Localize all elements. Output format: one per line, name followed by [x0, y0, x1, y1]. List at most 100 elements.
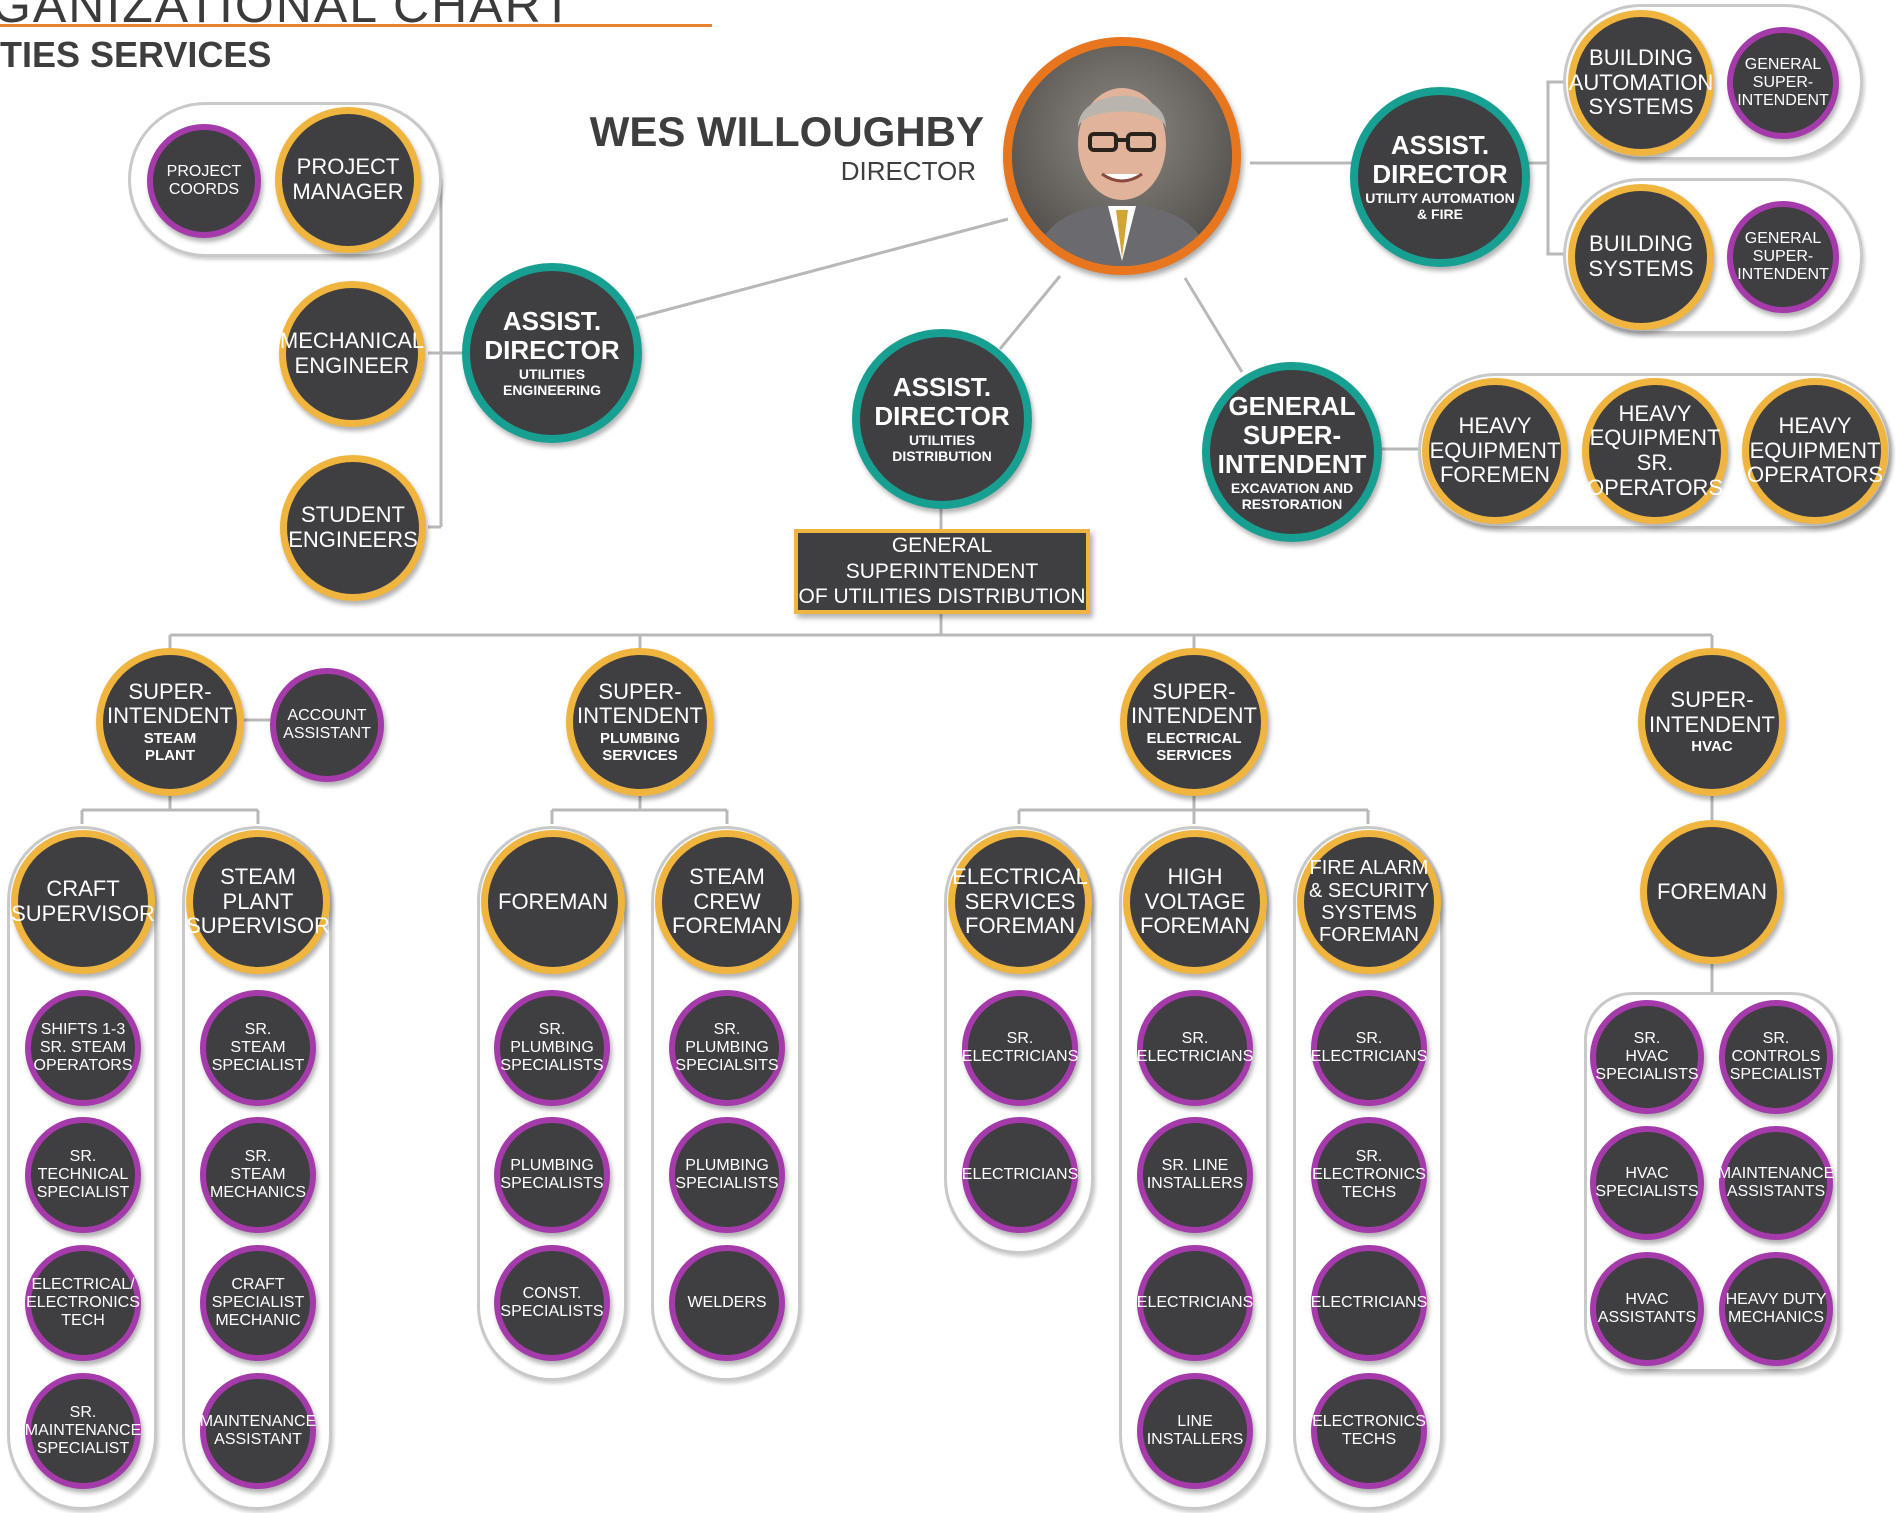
building-automation-systems-label: BUILDING AUTOMATION SYSTEMS [1568, 45, 1714, 120]
plumbing-foreman-team-label: SR. PLUMBING SPECIALISTS [500, 1021, 604, 1074]
project-coords-node: PROJECT COORDS [147, 124, 261, 238]
director-title: DIRECTOR [840, 156, 976, 186]
electrical-services-foreman-label: ELECTRICAL SERVICES FOREMAN [952, 864, 1088, 939]
plumbing-foreman-team-node: SR. PLUMBING SPECIALISTS [494, 990, 610, 1106]
plumbing-foreman-team-label: PLUMBING SPECIALISTS [500, 1157, 604, 1192]
hvac-foreman-label: FOREMAN [1657, 878, 1767, 904]
plant-team-label: MAINTENANCE ASSISTANT [199, 1413, 317, 1448]
hvac-team-label: SR. CONTROLS SPECIALIST [1729, 1030, 1823, 1083]
general-superintendent-automation-node: GENERAL SUPER- INTENDENT [1727, 27, 1839, 139]
project-manager-label: PROJECT MANAGER [292, 154, 404, 204]
hvac-team-node: SR. HVAC SPECIALISTS [1590, 1000, 1704, 1114]
craft-team-label: ELECTRICAL/ ELECTRONICS TECH [26, 1276, 140, 1329]
director-portrait-image [1012, 46, 1232, 266]
hvac-team-label: HVAC ASSISTANTS [1597, 1291, 1697, 1326]
fire-alarm-team-node: ELECTRONICS TECHS [1311, 1373, 1427, 1489]
craft-supervisor-label: CRAFT SUPERVISOR [11, 876, 155, 926]
plant-team-node: MAINTENANCE ASSISTANT [200, 1373, 316, 1489]
plant-team-label: SR. STEAM SPECIALIST [211, 1021, 305, 1074]
superintendent-steam-plant-node: SUPER- INTENDENT STEAM PLANT [96, 648, 244, 796]
steam-crew-team-label: PLUMBING SPECIALISTS [675, 1157, 779, 1192]
craft-team-label: SHIFTS 1-3 SR. STEAM OPERATORS [33, 1021, 133, 1074]
electrical-services-team-node: SR. ELECTRICIANS [962, 990, 1078, 1106]
high-voltage-team-label: LINE INSTALLERS [1146, 1413, 1244, 1448]
assist-director-automation-node: ASSIST. DIRECTOR UTILITY AUTOMATION & FI… [1350, 87, 1530, 267]
plant-team-node: CRAFT SPECIALIST MECHANIC [200, 1245, 316, 1361]
fire-alarm-foreman-node: FIRE ALARM & SECURITY SYSTEMS FOREMAN [1297, 830, 1441, 974]
electrical-services-team-label: SR. ELECTRICIANS [961, 1030, 1079, 1065]
general-superintendent-building-label: GENERAL SUPER- INTENDENT [1737, 230, 1829, 283]
steam-crew-foreman-label: STEAM CREW FOREMAN [672, 864, 782, 939]
project-manager-node: PROJECT MANAGER [275, 107, 421, 253]
plumbing-foreman-team-label: CONST. SPECIALISTS [500, 1285, 604, 1320]
fire-alarm-team-label: SR. ELECTRICIANS [1310, 1030, 1428, 1065]
high-voltage-team-node: SR. LINE INSTALLERS [1137, 1117, 1253, 1233]
general-superintendent-distribution-box: GENERAL SUPERINTENDENT OF UTILITIES DIST… [794, 529, 1090, 614]
craft-team-label: SR. MAINTENANCE SPECIALIST [24, 1404, 142, 1457]
superintendent-electrical-dept: ELECTRICAL SERVICES [1146, 729, 1242, 764]
electrical-services-team-label: ELECTRICIANS [961, 1166, 1079, 1184]
assist-director-automation-title: ASSIST. DIRECTOR [1372, 130, 1508, 190]
heavy-equipment-foremen-node: HEAVY EQUIPMENT FOREMEN [1422, 378, 1568, 524]
superintendent-electrical-node: SUPER- INTENDENT ELECTRICAL SERVICES [1120, 648, 1268, 796]
craft-team-node: ELECTRICAL/ ELECTRONICS TECH [25, 1245, 141, 1361]
fire-alarm-team-label: ELECTRICIANS [1310, 1294, 1428, 1312]
assist-director-distribution-dept: UTILITIES DISTRIBUTION [892, 432, 992, 465]
superintendent-plumbing-title: SUPER- INTENDENT [577, 678, 703, 729]
student-engineers-node: STUDENT ENGINEERS [280, 455, 426, 601]
steam-crew-team-label: SR. PLUMBING SPECIALSITS [675, 1021, 779, 1074]
heavy-equipment-operators-label: HEAVY EQUIPMENT OPERATORS [1746, 413, 1884, 488]
hvac-team-label: SR. HVAC SPECIALISTS [1595, 1030, 1699, 1083]
hvac-foreman-node: FOREMAN [1640, 820, 1784, 964]
account-assistant-node: ACCOUNT ASSISTANT [270, 668, 384, 782]
fire-alarm-team-node: SR. ELECTRICIANS [1311, 990, 1427, 1106]
building-automation-systems-node: BUILDING AUTOMATION SYSTEMS [1568, 10, 1714, 156]
page-title: GANIZATIONAL CHART [0, 0, 575, 33]
plant-team-node: SR. STEAM MECHANICS [200, 1117, 316, 1233]
building-systems-node: BUILDING SYSTEMS [1568, 184, 1714, 330]
hvac-team-node: HVAC ASSISTANTS [1590, 1252, 1704, 1366]
high-voltage-team-node: SR. ELECTRICIANS [1137, 990, 1253, 1106]
plant-team-label: CRAFT SPECIALIST MECHANIC [211, 1276, 305, 1329]
fire-alarm-team-label: SR. ELECTRONICS TECHS [1312, 1148, 1426, 1201]
plant-team-label: SR. STEAM MECHANICS [209, 1148, 306, 1201]
plumbing-foreman-label: FOREMAN [498, 888, 608, 914]
superintendent-plumbing-node: SUPER- INTENDENT PLUMBING SERVICES [566, 648, 714, 796]
steam-crew-team-label: WELDERS [687, 1294, 767, 1312]
high-voltage-team-node: LINE INSTALLERS [1137, 1373, 1253, 1489]
assist-director-engineering-title: ASSIST. DIRECTOR [484, 306, 620, 366]
page-subtitle: TIES SERVICES [0, 34, 272, 75]
plumbing-foreman-node: FOREMAN [481, 830, 625, 974]
assist-director-engineering-node: ASSIST. DIRECTOR UTILITIES ENGINEERING [462, 263, 642, 443]
high-voltage-foreman-node: HIGH VOLTAGE FOREMAN [1123, 830, 1267, 974]
hvac-team-label: HEAVY DUTY MECHANICS [1725, 1291, 1827, 1326]
hvac-team-node: HEAVY DUTY MECHANICS [1719, 1252, 1833, 1366]
electrical-services-foreman-node: ELECTRICAL SERVICES FOREMAN [948, 830, 1092, 974]
high-voltage-team-node: ELECTRICIANS [1137, 1245, 1253, 1361]
heavy-equipment-operators-node: HEAVY EQUIPMENT OPERATORS [1742, 378, 1888, 524]
heavy-equipment-foremen-label: HEAVY EQUIPMENT FOREMEN [1429, 413, 1561, 488]
steam-plant-supervisor-node: STEAM PLANT SUPERVISOR [186, 830, 330, 974]
steam-crew-foreman-node: STEAM CREW FOREMAN [655, 830, 799, 974]
mechanical-engineer-label: MECHANICAL ENGINEER [279, 328, 425, 378]
steam-crew-team-node: WELDERS [669, 1245, 785, 1361]
assist-director-distribution-title: ASSIST. DIRECTOR [874, 372, 1010, 432]
general-superintendent-excavation-title: GENERAL SUPER- INTENDENT [1217, 390, 1367, 479]
craft-team-node: SR. MAINTENANCE SPECIALIST [25, 1373, 141, 1489]
heavy-equipment-sr-operators-node: HEAVY EQUIPMENT SR. OPERATORS [1582, 378, 1728, 524]
superintendent-steam-plant-dept: STEAM PLANT [143, 729, 197, 764]
steam-crew-team-node: SR. PLUMBING SPECIALSITS [669, 990, 785, 1106]
assist-director-automation-dept: UTILITY AUTOMATION & FIRE [1365, 190, 1515, 223]
superintendent-hvac-title: SUPER- INTENDENT [1649, 686, 1775, 737]
plumbing-foreman-team-node: CONST. SPECIALISTS [494, 1245, 610, 1361]
superintendent-steam-plant-title: SUPER- INTENDENT [107, 678, 233, 729]
fire-alarm-team-label: ELECTRONICS TECHS [1312, 1413, 1426, 1448]
craft-team-label: SR. TECHNICAL SPECIALIST [36, 1148, 130, 1201]
general-superintendent-excavation-node: GENERAL SUPER- INTENDENT EXCAVATION AND … [1202, 362, 1382, 542]
superintendent-hvac-node: SUPER- INTENDENT HVAC [1638, 648, 1786, 796]
hvac-team-label: HVAC SPECIALISTS [1595, 1165, 1699, 1200]
hvac-team-node: MAINTENANCE ASSISTANTS [1718, 1126, 1834, 1240]
craft-team-node: SR. TECHNICAL SPECIALIST [25, 1117, 141, 1233]
